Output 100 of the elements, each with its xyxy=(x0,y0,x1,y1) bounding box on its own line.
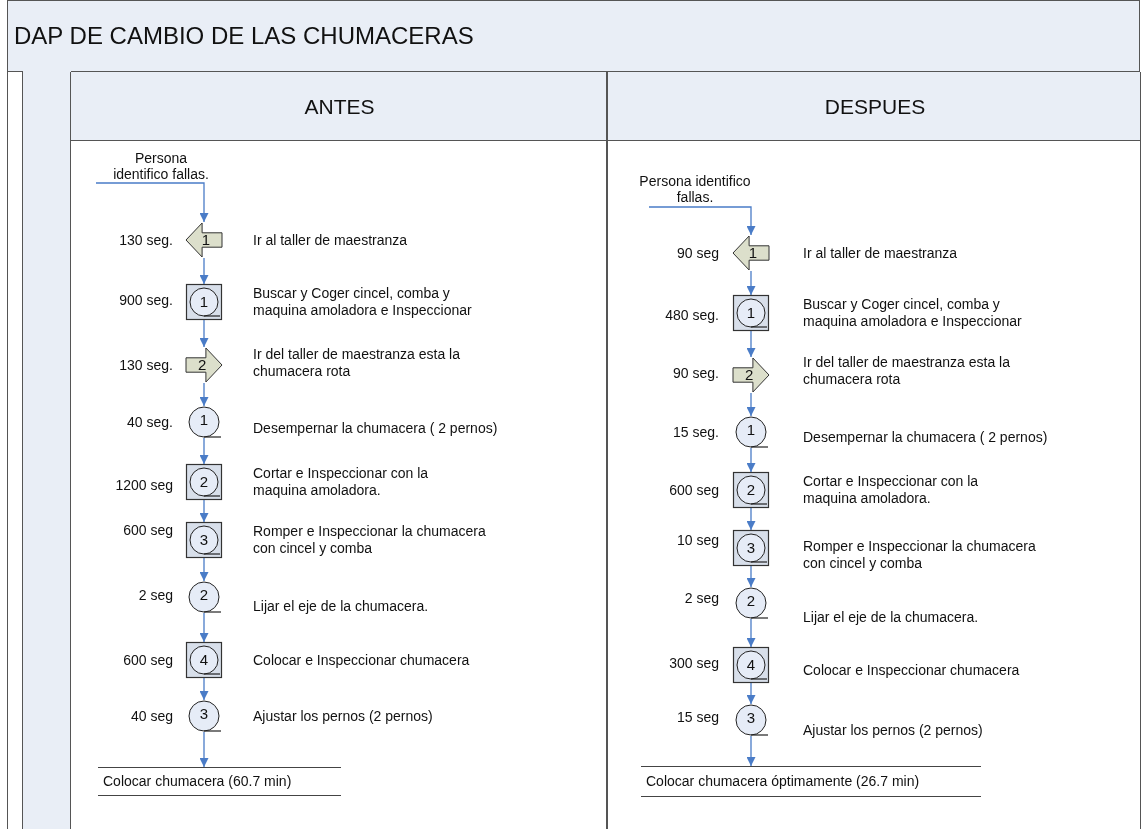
duration-label: 90 seg. xyxy=(673,365,719,381)
step-description: Lijar el eje de la chumacera. xyxy=(803,608,980,626)
duration-label: 300 seg xyxy=(669,655,719,671)
step-description: Colocar e Inspeccionar chumacera xyxy=(253,651,471,669)
step-description: Romper e Inspeccionar la chumacera con cincel y comba xyxy=(803,538,1037,572)
flow-arrow xyxy=(199,257,209,285)
diagram-title: DAP DE CAMBIO DE LAS CHUMACERAS xyxy=(14,22,474,50)
flow-arrow xyxy=(199,731,209,768)
duration-label: 1200 seg xyxy=(115,477,173,493)
flow-arrow xyxy=(746,735,756,767)
duration-label: 40 seg. xyxy=(127,414,173,430)
step-description: Buscar y Coger cincel, comba y maquina amoladora e Inspeccionar xyxy=(253,285,473,319)
step-description: Ajustar los pernos (2 pernos) xyxy=(253,707,434,725)
transport-symbol xyxy=(732,357,770,393)
step-description: Ir al taller de maestranza xyxy=(253,231,409,249)
duration-label: 130 seg. xyxy=(119,232,173,248)
step-number: 1 xyxy=(746,305,756,321)
step-number: 1 xyxy=(746,422,756,438)
step-number: 2 xyxy=(197,357,207,373)
flow-arrow xyxy=(746,392,756,417)
transport-symbol xyxy=(732,235,770,271)
step-number: 3 xyxy=(746,540,756,556)
duration-label: 15 seg. xyxy=(673,424,719,440)
start-note: Persona identifico fallas. xyxy=(627,173,763,207)
duration-label: 90 seg xyxy=(676,245,719,261)
operation-symbol xyxy=(188,700,220,732)
step-number: 3 xyxy=(746,710,756,726)
duration-label: 600 seg xyxy=(123,652,173,668)
step-description: Romper e Inspeccionar la chumacera con cincel y comba xyxy=(253,523,487,557)
step-number: 1 xyxy=(199,294,209,310)
step-description: Buscar y Coger cincel, comba y maquina amoladora e Inspeccionar xyxy=(803,296,1023,330)
duration-label: 2 seg xyxy=(138,587,173,603)
step-number: 2 xyxy=(744,367,754,383)
step-description: Lijar el eje de la chumacera. xyxy=(253,597,430,615)
start-note: Persona identifico fallas. xyxy=(96,150,226,183)
flow-arrow xyxy=(199,677,209,701)
duration-label: 900 seg. xyxy=(119,292,173,308)
operation-symbol xyxy=(735,416,767,448)
flow-arrow xyxy=(746,618,756,648)
combined-operation-symbol xyxy=(733,530,769,566)
step-number: 2 xyxy=(746,482,756,498)
flow-arrow xyxy=(648,206,756,236)
flow-arrow xyxy=(746,330,756,358)
flow-arrow xyxy=(199,382,209,407)
column-panel xyxy=(607,72,1141,829)
duration-label: 600 seg xyxy=(123,522,173,538)
operation-symbol xyxy=(735,587,767,619)
combined-operation-symbol xyxy=(186,284,222,320)
operation-symbol xyxy=(735,704,767,736)
step-number: 4 xyxy=(746,657,756,673)
step-number: 2 xyxy=(199,587,209,603)
flow-arrow xyxy=(199,437,209,465)
step-description: Ir al taller de maestranza xyxy=(803,244,959,262)
combined-operation-symbol xyxy=(733,295,769,331)
combined-operation-symbol xyxy=(186,464,222,500)
duration-label: 40 seg xyxy=(130,708,173,724)
step-number: 3 xyxy=(199,706,209,722)
step-number: 2 xyxy=(746,593,756,609)
result-note: Colocar chumacera (60.7 min) xyxy=(98,767,341,796)
duration-label: 10 seg xyxy=(676,532,719,548)
column-panel xyxy=(70,72,607,829)
flow-arrow xyxy=(199,557,209,582)
step-description: Desempernar la chumacera ( 2 pernos) xyxy=(803,428,1049,446)
step-description: Ajustar los pernos (2 pernos) xyxy=(803,721,984,739)
step-description: Colocar e Inspeccionar chumacera xyxy=(803,661,1021,679)
step-number: 1 xyxy=(201,232,211,248)
result-note: Colocar chumacera óptimamente (26.7 min) xyxy=(641,766,981,797)
step-number: 2 xyxy=(199,474,209,490)
flow-arrow xyxy=(199,319,209,348)
flow-arrow xyxy=(746,447,756,473)
duration-label: 480 seg. xyxy=(665,307,719,323)
duration-label: 2 seg xyxy=(684,590,719,606)
combined-operation-symbol xyxy=(733,647,769,683)
duration-label: 600 seg xyxy=(669,482,719,498)
step-number: 3 xyxy=(199,532,209,548)
step-number: 1 xyxy=(748,245,758,261)
combined-operation-symbol xyxy=(186,522,222,558)
transport-symbol xyxy=(185,347,223,383)
flow-arrow xyxy=(746,270,756,296)
step-description: Cortar e Inspeccionar con la maquina amoladora. xyxy=(253,465,430,499)
step-description: Desempernar la chumacera ( 2 pernos) xyxy=(253,419,499,437)
flow-arrow xyxy=(95,182,209,223)
duration-label: 130 seg. xyxy=(119,357,173,373)
step-description: Cortar e Inspeccionar con la maquina amoladora. xyxy=(803,473,980,507)
column-header: DESPUES xyxy=(824,95,926,119)
flow-arrow xyxy=(746,682,756,705)
duration-label: 15 seg xyxy=(676,709,719,725)
operation-symbol xyxy=(188,406,220,438)
operation-symbol xyxy=(188,581,220,613)
step-number: 1 xyxy=(199,412,209,428)
flow-arrow xyxy=(199,499,209,523)
step-number: 4 xyxy=(199,652,209,668)
transport-symbol xyxy=(185,222,223,258)
flow-arrow xyxy=(746,565,756,588)
step-description: Ir del taller de maestranza esta la chumacera rota xyxy=(803,354,1011,388)
combined-operation-symbol xyxy=(186,642,222,678)
column-header: ANTES xyxy=(304,95,375,119)
step-description: Ir del taller de maestranza esta la chumacera rota xyxy=(253,346,461,380)
flow-arrow xyxy=(746,507,756,531)
flow-arrow xyxy=(199,612,209,643)
